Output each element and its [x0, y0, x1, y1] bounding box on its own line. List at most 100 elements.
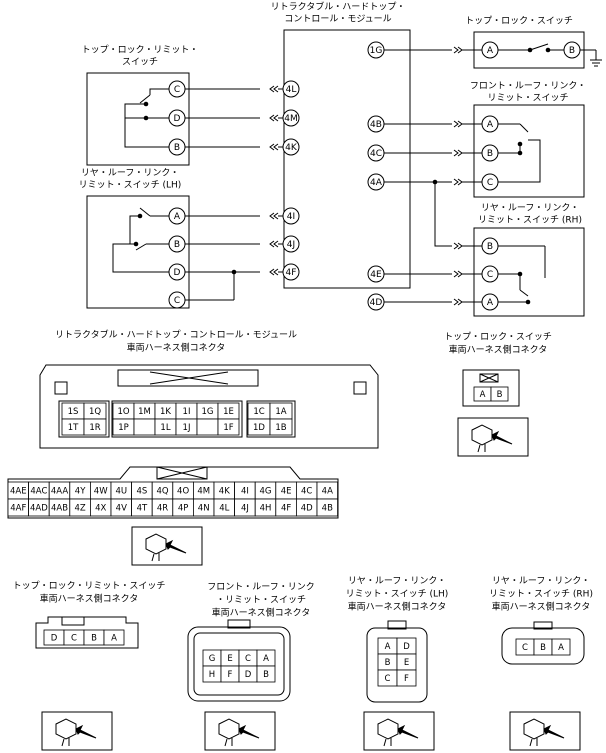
- module-conn-mid-pin-label: 1K: [160, 407, 171, 417]
- front-link-pin-b: [481, 144, 499, 162]
- rear-lh-pin-c: [168, 291, 186, 309]
- connector-mark: [269, 212, 275, 220]
- bottom-caption-rear-lh: リヤ・ルーフ・リンク・: [348, 576, 446, 587]
- bottom-caption-front-link: フロント・ルーフ・リンク: [207, 582, 314, 593]
- module-conn-big-pin-label: 4Y: [75, 487, 86, 497]
- connector-mark: [273, 85, 279, 93]
- conn-rear-lh-pin-label: B: [385, 658, 391, 668]
- connector-mark: [269, 85, 275, 93]
- module-pin-4k-label: 4K: [285, 143, 298, 153]
- module-pin-4i-label: 4I: [287, 212, 295, 222]
- connector-mark: [453, 242, 459, 250]
- bottom-caption-rear-rh: リミット・スイッチ (RH): [489, 589, 593, 600]
- conn-rear-lh-cell: [396, 669, 417, 687]
- top-lock-conn-pin-label: B: [497, 390, 503, 400]
- connector-mark: [269, 240, 275, 248]
- module-conn-right-pin-label: 1C: [253, 407, 264, 417]
- module-conn-right-cell: [269, 418, 293, 436]
- top-lock-connector-caption: 車両ハーネス側コネクタ: [449, 344, 548, 356]
- conn-front-link-pin-label: H: [209, 670, 215, 680]
- rear-rh-box: [473, 227, 585, 317]
- view-icon-frame: [204, 711, 276, 751]
- wire: [124, 117, 169, 148]
- bottom-caption-rear-lh: リミット・スイッチ (LH): [346, 589, 449, 600]
- rear-lh-pin-d: [168, 263, 186, 281]
- conn-frame: [111, 400, 243, 438]
- rear-lh-pin-b: [168, 235, 186, 253]
- connector-shell: [39, 364, 379, 449]
- module-conn-left-cell: [83, 418, 107, 436]
- module-pin-4b: [367, 115, 385, 133]
- conn-rear-rh-pin-label: A: [558, 643, 564, 653]
- module-conn-right-pin-label: 1B: [275, 423, 286, 433]
- connector-glyph: [218, 718, 240, 740]
- view-icon-frame: [41, 711, 113, 751]
- rear-rh-view-icon: [509, 711, 581, 751]
- module-pin-4f-label: 4F: [286, 268, 297, 278]
- module-pin-4c: [367, 144, 385, 162]
- latch-stub: [353, 381, 367, 395]
- arrow-glyph: [543, 724, 565, 739]
- wire: [124, 103, 146, 118]
- module-conn-big-pin-label: 4Z: [74, 504, 85, 514]
- conn-top-lock-limit-pin-label: A: [111, 634, 117, 644]
- conn-front-link-pin-label: D: [245, 670, 252, 680]
- module-conn-mid-pin-label: 1P: [118, 423, 129, 433]
- junction-dot: [432, 179, 438, 185]
- module-conn-mid-cell: [217, 418, 240, 436]
- module-conn-mid-pin-label: 1O: [117, 407, 129, 417]
- module-conn-big-pin-label: 4S: [136, 487, 147, 497]
- conn-front-link-pin-label: F: [228, 670, 233, 680]
- wire: [149, 88, 169, 95]
- top-lock-switch-pin-b-label: B: [569, 46, 575, 56]
- module-conn-mid-pin-label: 1G: [202, 407, 214, 417]
- module-conn-big-pin-label: 4A: [322, 487, 333, 497]
- module-conn-big-cell: [316, 498, 339, 517]
- top-lock-switch-pin-a-label: A: [487, 46, 494, 56]
- module-conn-mid-cell: [196, 418, 219, 436]
- front-link-pin-b-label: B: [487, 149, 493, 159]
- view-icon-frame: [363, 711, 435, 751]
- top-lock-view-icon: [457, 417, 529, 457]
- bottom-caption-rear-rh: リヤ・ルーフ・リンク・: [492, 576, 590, 587]
- module-conn-big-pin-label: 4J: [241, 504, 249, 514]
- wire: [139, 94, 151, 104]
- module-conn-big-pin-label: 4E: [281, 487, 292, 497]
- wire: [135, 243, 147, 251]
- junction-dot: [517, 271, 523, 277]
- top-lock-conn-pin-label: A: [480, 390, 486, 400]
- view-icon-frame: [457, 417, 529, 457]
- conn-top-lock-limit-pin-label: D: [51, 634, 58, 644]
- arrow-glyph: [165, 539, 187, 554]
- conn-front-link-pin-label: B: [263, 670, 269, 680]
- connector-mark: [273, 143, 279, 151]
- top-lock-limit-pin-d: [168, 109, 186, 127]
- rear-rh-pin-a-label: A: [487, 298, 494, 308]
- connector-glyph: [471, 424, 493, 446]
- wire-glyph: [383, 738, 387, 747]
- rear-rh-pin-c: [481, 265, 499, 283]
- connector-mark: [273, 212, 279, 220]
- module-conn-big-pin-label: 4K: [219, 487, 230, 497]
- wire-glyph: [529, 738, 533, 747]
- junction-dot: [525, 299, 531, 305]
- rear-lh-title-line: リミット・スイッチ (LH): [79, 180, 182, 191]
- connector-shell: [462, 369, 520, 407]
- connector-mark: [273, 268, 279, 276]
- module-pin-4a-label: 4A: [370, 178, 383, 188]
- top-lock-conn-cell: [490, 386, 509, 402]
- connector-latch: [227, 619, 251, 629]
- module-conn-big-pin-label: 4AF: [10, 504, 26, 514]
- wire: [129, 215, 140, 245]
- conn-rear-rh-pin-label: C: [522, 643, 528, 653]
- wire: [519, 123, 529, 133]
- connector-mark: [453, 46, 459, 54]
- connector-mark: [453, 178, 459, 186]
- rear-lh-box: [86, 195, 190, 309]
- connector-mark: [453, 298, 459, 306]
- arrow-glyph: [491, 430, 513, 445]
